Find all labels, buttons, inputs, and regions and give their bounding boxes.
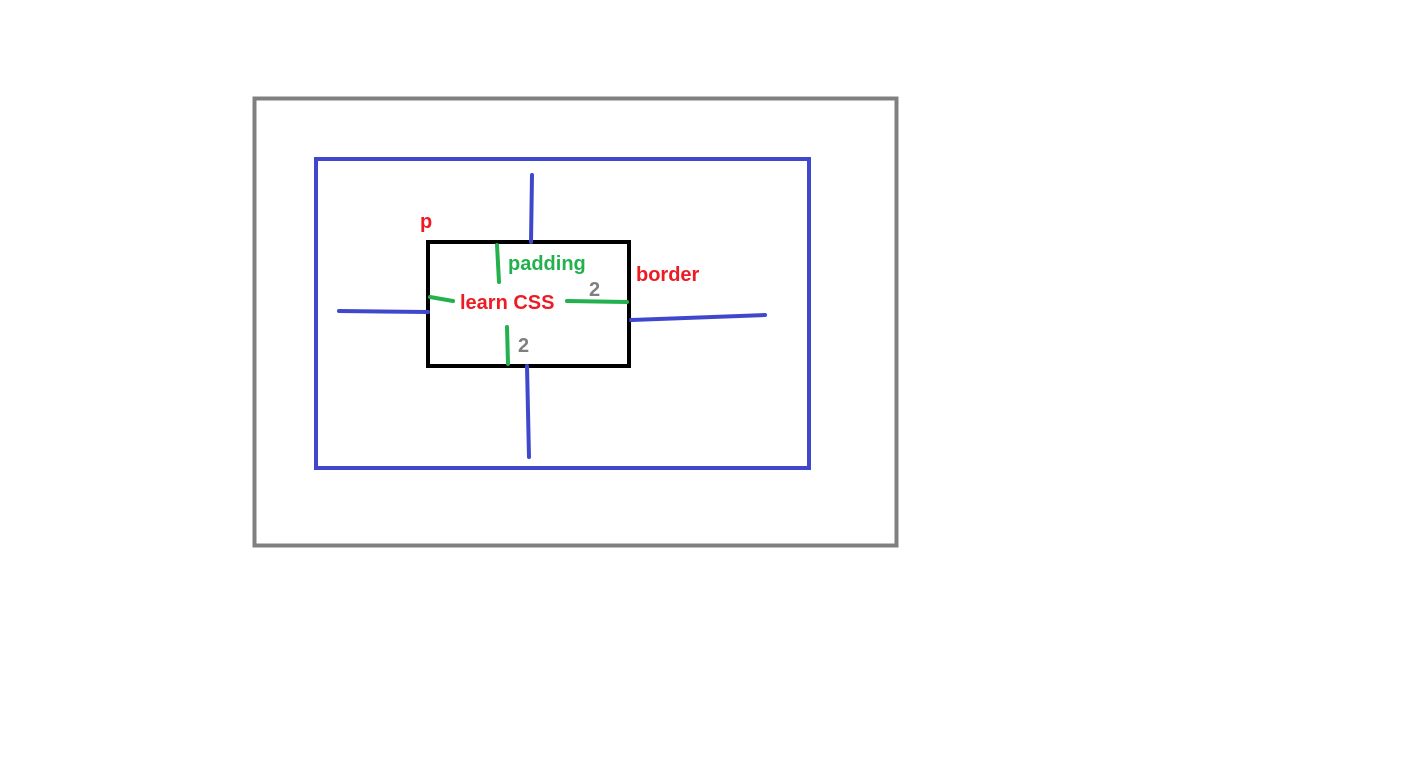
margin-lines	[337, 173, 767, 459]
padding-line-bottom	[505, 325, 510, 366]
margin-line-top	[529, 173, 534, 244]
margin-line-bottom	[525, 364, 531, 459]
element-label: p	[420, 211, 432, 233]
padding-lines	[428, 243, 629, 366]
outer-container-box	[252, 96, 899, 548]
padding-line-top	[495, 243, 501, 284]
margin-box	[314, 157, 811, 470]
padding-label: padding	[508, 253, 586, 275]
padding-line-right	[565, 299, 629, 304]
padding-right-value: 2	[589, 279, 600, 301]
padding-bottom-value: 2	[518, 335, 529, 357]
margin-line-left	[337, 309, 430, 314]
border-label: border	[636, 264, 700, 286]
margin-line-right	[629, 313, 767, 322]
content-label: learn CSS	[460, 292, 554, 314]
padding-line-left	[428, 295, 455, 303]
